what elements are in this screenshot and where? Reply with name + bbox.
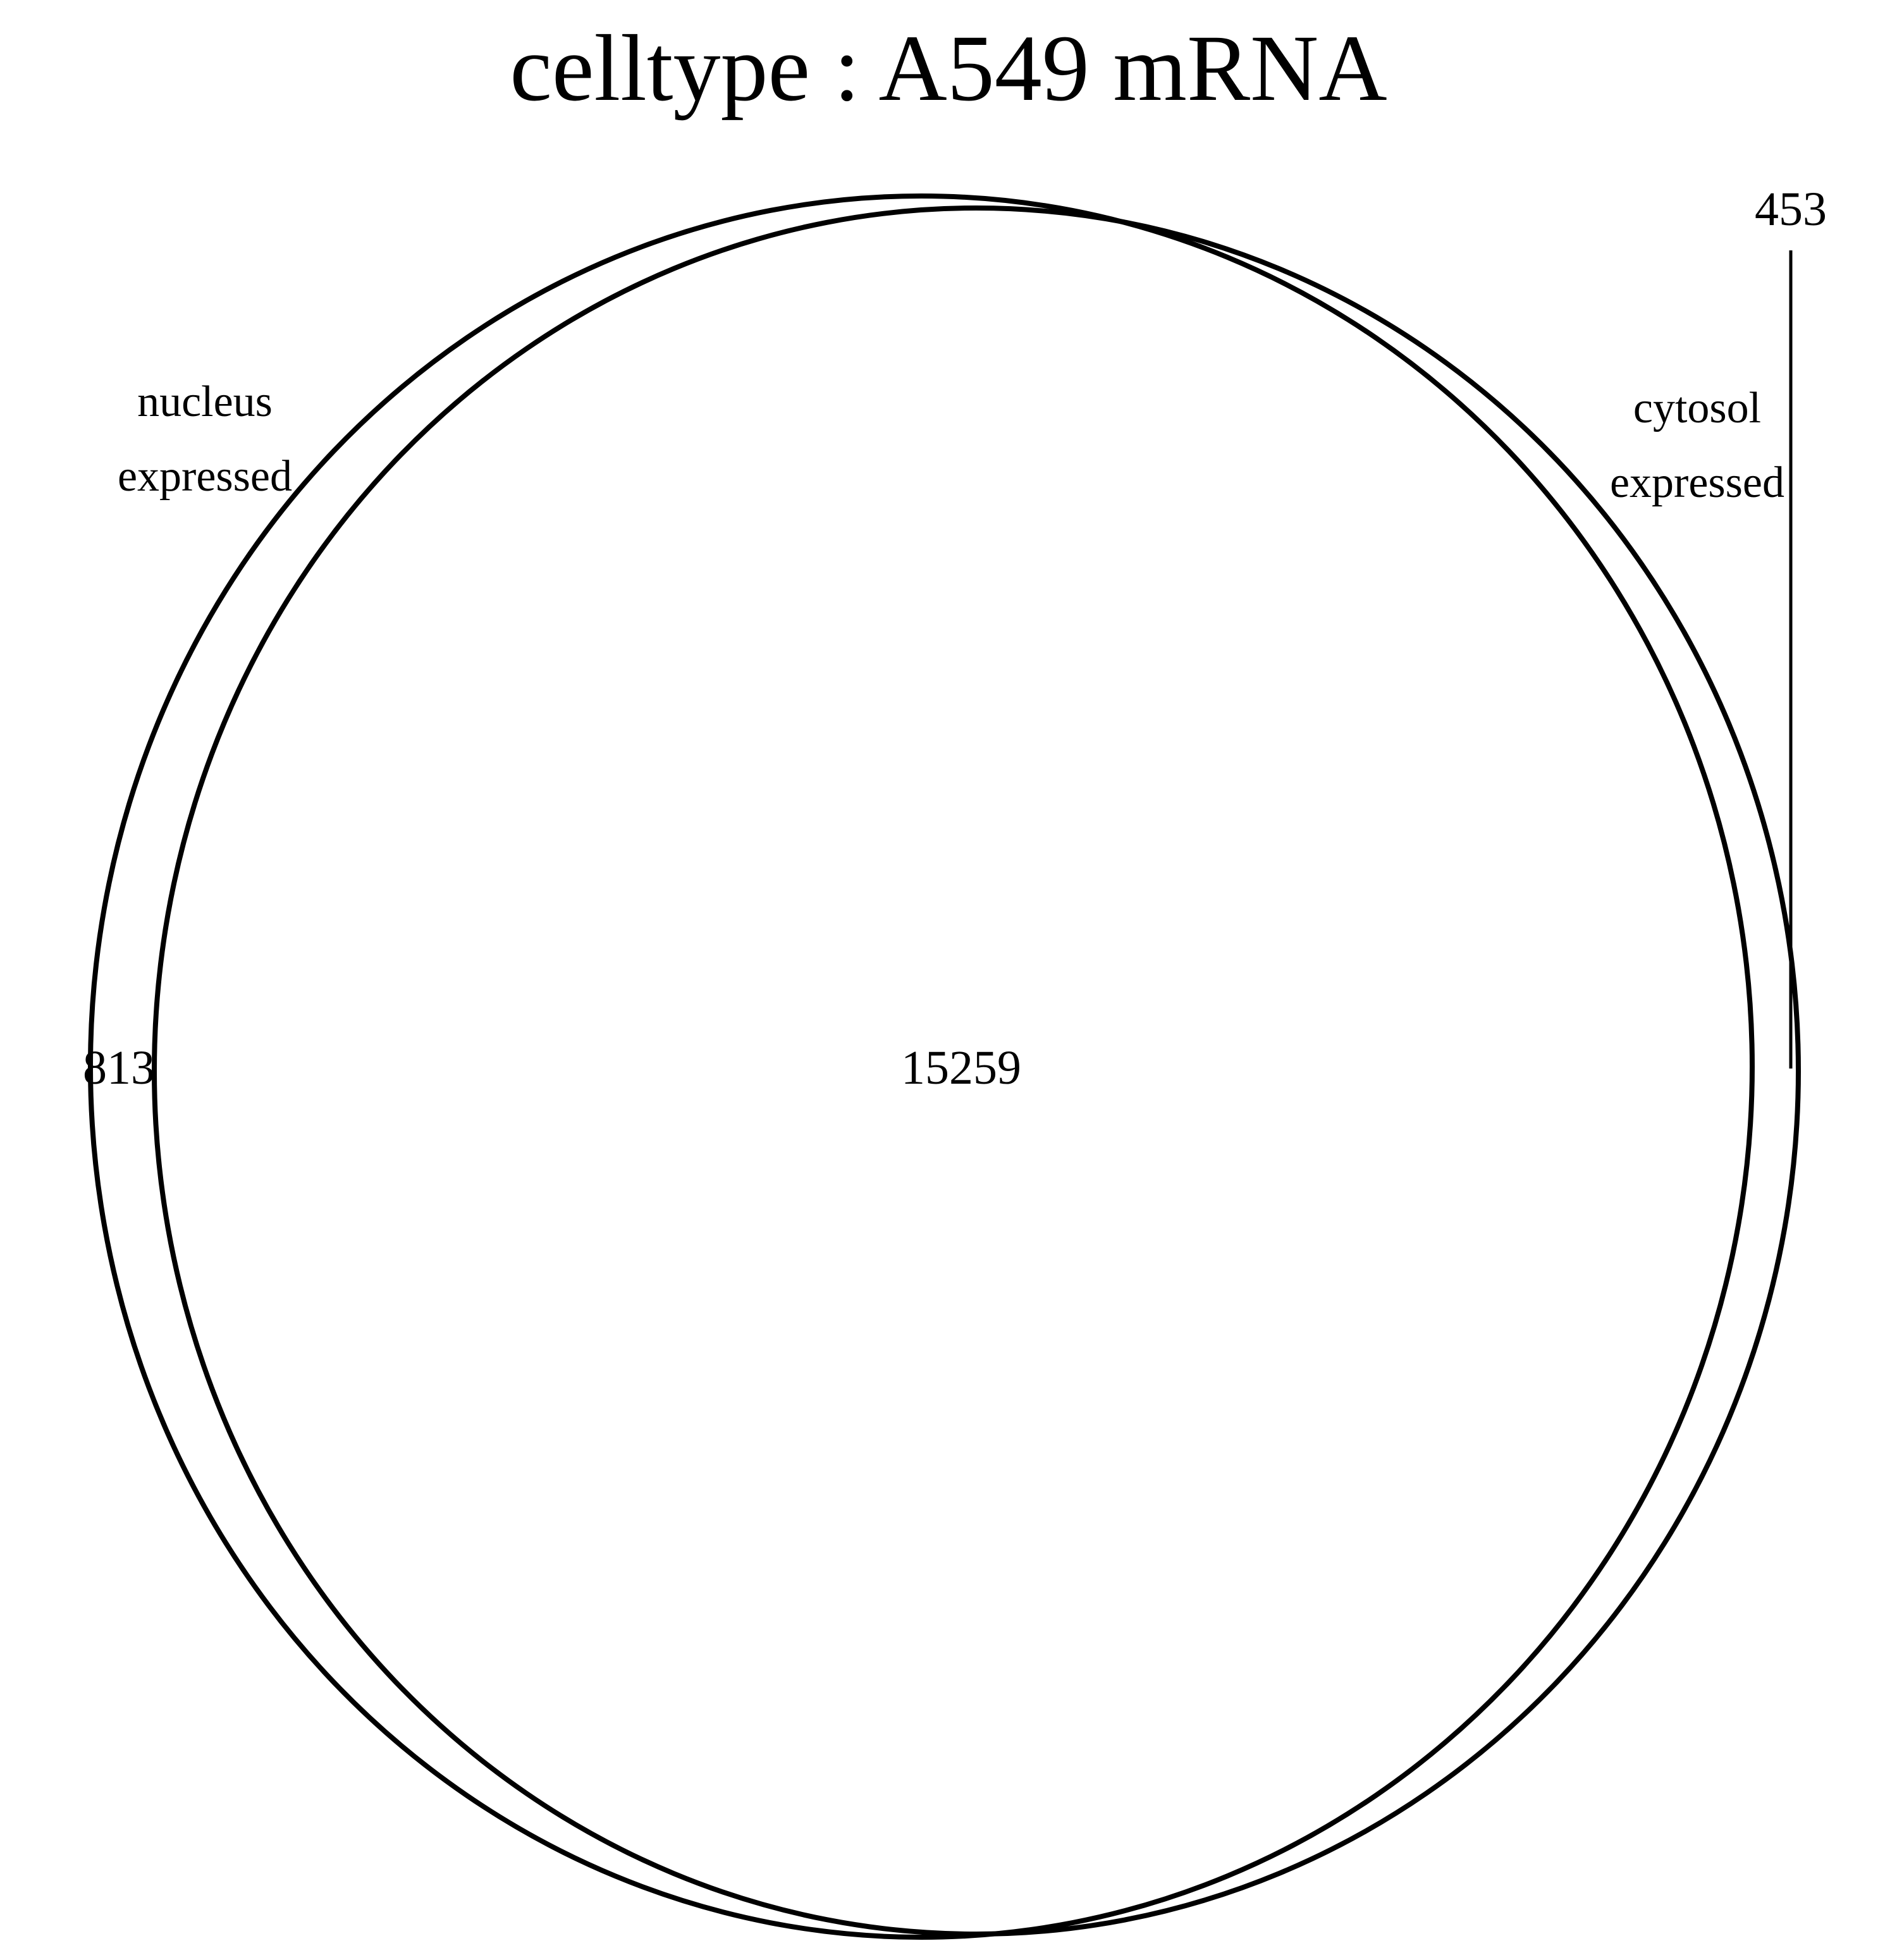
- cytosol-expressed-circle: [152, 205, 1801, 1937]
- nucleus-set-label-line-2: expressed: [118, 452, 292, 501]
- nucleus-set-label-line-1: nucleus: [137, 377, 273, 426]
- diagram-title: celltype : A549 mRNA: [510, 16, 1387, 121]
- nucleus-only-count: 813: [83, 1041, 155, 1094]
- cytosol-only-count: 453: [1755, 183, 1827, 236]
- overlap-count: 15259: [901, 1041, 1021, 1094]
- nucleus-expressed-circle: [88, 193, 1755, 1940]
- cytosol-set-label-line-1: cytosol: [1633, 384, 1761, 432]
- cytosol-set-label-line-2: expressed: [1610, 458, 1784, 507]
